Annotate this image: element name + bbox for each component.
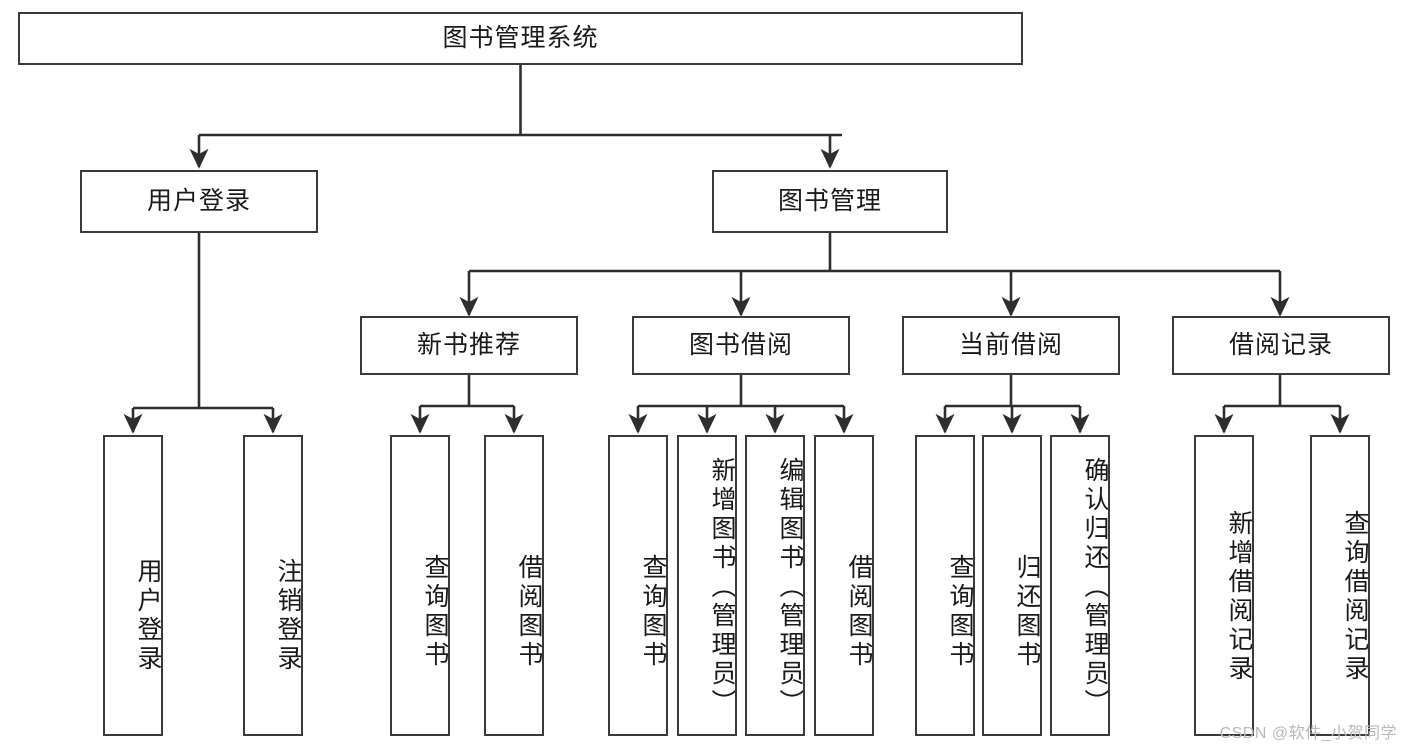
node-book-manage-label: 图书管理 (777, 186, 882, 215)
node-new-book-recommend[interactable]: 新书推荐 (360, 316, 578, 375)
node-current-borrow[interactable]: 当前借阅 (902, 316, 1120, 375)
node-leaf-confirm-return[interactable]: 确认归还（管理员） (1050, 435, 1110, 736)
node-current-borrow-label: 当前借阅 (958, 330, 1063, 359)
node-leaf-edit-book-label: 编辑图书（管理员） (776, 457, 804, 718)
node-leaf-query-record-label: 查询借阅记录 (1341, 509, 1369, 684)
node-root[interactable]: 图书管理系统 (18, 12, 1023, 65)
node-leaf-edit-book[interactable]: 编辑图书（管理员） (745, 435, 805, 736)
node-leaf-user-login[interactable]: 用户登录 (103, 435, 163, 736)
node-leaf-add-book-label: 新增图书（管理员） (708, 457, 736, 718)
node-book-manage[interactable]: 图书管理 (712, 170, 948, 233)
node-leaf-logout-login-label: 注销登录 (274, 557, 302, 674)
node-leaf-add-record[interactable]: 新增借阅记录 (1194, 435, 1254, 736)
node-book-borrow-label: 图书借阅 (688, 330, 793, 359)
node-leaf-return-book[interactable]: 归还图书 (982, 435, 1042, 736)
node-root-label: 图书管理系统 (442, 23, 599, 52)
node-leaf-add-book[interactable]: 新增图书（管理员） (677, 435, 737, 736)
node-leaf-borrow-book-1-label: 借阅图书 (515, 553, 543, 670)
node-leaf-query-book-1[interactable]: 查询图书 (390, 435, 450, 736)
node-new-book-recommend-label: 新书推荐 (416, 330, 521, 359)
node-borrow-record[interactable]: 借阅记录 (1172, 316, 1390, 375)
node-user-login[interactable]: 用户登录 (80, 170, 318, 233)
node-leaf-query-book-3-label: 查询图书 (946, 553, 974, 670)
node-leaf-borrow-book-2[interactable]: 借阅图书 (814, 435, 874, 736)
node-leaf-confirm-return-label: 确认归还（管理员） (1081, 457, 1109, 718)
node-leaf-borrow-book-2-label: 借阅图书 (845, 553, 873, 670)
node-leaf-query-book-2-label: 查询图书 (639, 553, 667, 670)
node-leaf-user-login-label: 用户登录 (134, 557, 162, 674)
node-borrow-record-label: 借阅记录 (1228, 330, 1333, 359)
node-leaf-query-record[interactable]: 查询借阅记录 (1310, 435, 1370, 736)
node-leaf-query-book-1-label: 查询图书 (421, 553, 449, 670)
csdn-watermark: CSDN @软件_小贺同学 (1219, 725, 1397, 742)
node-leaf-add-record-label: 新增借阅记录 (1225, 509, 1253, 684)
node-leaf-query-book-2[interactable]: 查询图书 (608, 435, 668, 736)
node-book-borrow[interactable]: 图书借阅 (632, 316, 850, 375)
node-leaf-query-book-3[interactable]: 查询图书 (915, 435, 975, 736)
node-leaf-logout-login[interactable]: 注销登录 (243, 435, 303, 736)
node-leaf-borrow-book-1[interactable]: 借阅图书 (484, 435, 544, 736)
node-leaf-return-book-label: 归还图书 (1013, 553, 1041, 670)
node-user-login-label: 用户登录 (146, 186, 251, 215)
